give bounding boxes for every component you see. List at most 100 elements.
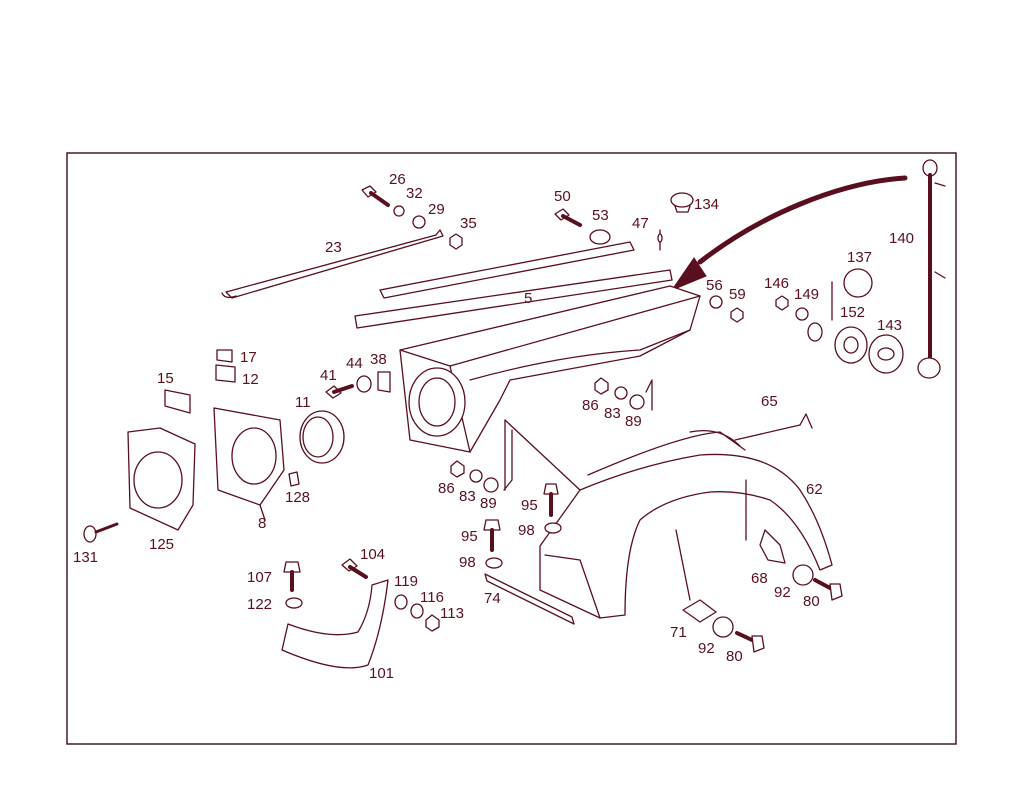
part-17-pad: [216, 349, 233, 363]
part-26-bolt: [361, 185, 390, 207]
label-62: 62: [806, 481, 823, 498]
label-8: 8: [258, 515, 266, 532]
label-137: 137: [847, 249, 872, 266]
part-56-nut: [709, 295, 723, 309]
part-59-nut: [730, 307, 744, 323]
part-140-antenna: [917, 159, 946, 379]
label-140: 140: [889, 230, 914, 247]
part-41-bolt: [325, 384, 354, 399]
part-128-clip: [288, 471, 300, 487]
label-44: 44: [346, 355, 363, 372]
label-125: 125: [149, 536, 174, 553]
part-107-bolt: [283, 561, 301, 592]
part-44-washer: [356, 375, 372, 393]
part-5-strip: [354, 269, 673, 329]
leader-lines: [503, 281, 833, 601]
part-12-pad: [215, 364, 236, 383]
label-47: 47: [632, 215, 649, 232]
label-83-upper: 83: [604, 405, 621, 422]
part-83-washer-lower: [469, 469, 483, 483]
label-86-upper: 86: [582, 397, 599, 414]
label-50: 50: [554, 188, 571, 205]
part-95-bolt-lower: [483, 519, 501, 552]
part-32-washer: [393, 205, 405, 217]
part-143-plate: [868, 334, 904, 374]
part-35-nut: [449, 233, 463, 250]
label-17: 17: [240, 349, 257, 366]
label-53: 53: [592, 207, 609, 224]
label-89-lower: 89: [480, 495, 497, 512]
label-41: 41: [320, 367, 337, 384]
label-113: 113: [440, 605, 464, 622]
part-65-rod: [587, 413, 813, 476]
part-86-nut-upper: [594, 377, 609, 395]
part-62-fender: [504, 419, 833, 619]
part-50-bolt: [554, 208, 582, 227]
part-15-bracket: [164, 389, 191, 414]
part-131-screw: [83, 522, 119, 543]
part-152-plate: [807, 322, 868, 364]
part-149-washer: [795, 307, 809, 321]
label-86-lower: 86: [438, 480, 455, 497]
label-122: 122: [247, 596, 272, 613]
part-74-strip: [484, 573, 575, 625]
label-80-lower: 80: [726, 648, 743, 665]
label-68: 68: [751, 570, 768, 587]
part-89-washer-lower: [483, 477, 499, 493]
label-15: 15: [157, 370, 174, 387]
label-95-upper: 95: [521, 497, 538, 514]
label-149: 149: [794, 286, 819, 303]
label-116: 116: [420, 589, 444, 606]
label-128: 128: [285, 489, 310, 506]
label-131: 131: [73, 549, 98, 566]
part-92-washer-lower: [712, 616, 734, 638]
part-113-nut: [425, 614, 440, 632]
part-134-plug: [670, 192, 694, 213]
part-8-bracket: [213, 407, 285, 521]
label-146: 146: [764, 275, 789, 292]
part-68-bracket: [759, 529, 786, 564]
label-152: 152: [840, 304, 865, 321]
part-101-mudflap: [281, 579, 389, 669]
part-29-washer: [412, 215, 426, 229]
label-104: 104: [360, 546, 385, 563]
label-56: 56: [706, 277, 723, 294]
label-92-right: 92: [774, 584, 791, 601]
part-89-washer-upper: [629, 394, 645, 410]
part-53-washer: [589, 229, 611, 245]
label-107: 107: [247, 569, 272, 586]
label-119: 119: [394, 573, 418, 590]
part-122-washer: [285, 597, 303, 609]
label-35: 35: [460, 215, 477, 232]
label-134: 134: [694, 196, 719, 213]
part-80-bolt-lower: [735, 631, 765, 653]
part-98-washer-upper: [544, 522, 562, 534]
label-80-right: 80: [803, 593, 820, 610]
part-116-washer: [410, 603, 424, 619]
label-29: 29: [428, 201, 445, 218]
part-fender-panel: [399, 285, 701, 491]
label-32: 32: [406, 185, 423, 202]
part-146-nut: [775, 295, 789, 311]
part-104-bolt: [341, 558, 368, 579]
label-95-lower: 95: [461, 528, 478, 545]
label-65: 65: [761, 393, 778, 410]
part-23-strap: [221, 229, 444, 299]
part-71-bracket: [682, 599, 717, 623]
label-26: 26: [389, 171, 406, 188]
label-71: 71: [670, 624, 687, 641]
part-125-surround: [127, 427, 196, 531]
part-119-washer: [394, 594, 408, 610]
label-74: 74: [484, 590, 501, 607]
label-98-upper: 98: [518, 522, 535, 539]
label-83-lower: 83: [459, 488, 476, 505]
label-101: 101: [369, 665, 394, 682]
label-92-lower: 92: [698, 640, 715, 657]
label-89-upper: 89: [625, 413, 642, 430]
part-labels: 26 32 29 35 23 50 53 47 134 5 140 137 56…: [73, 171, 914, 682]
part-86-nut-lower: [450, 460, 465, 478]
label-12: 12: [242, 371, 259, 388]
label-143: 143: [877, 317, 902, 334]
diagram-frame: [66, 152, 957, 745]
part-80-bolt-right: [813, 578, 843, 601]
